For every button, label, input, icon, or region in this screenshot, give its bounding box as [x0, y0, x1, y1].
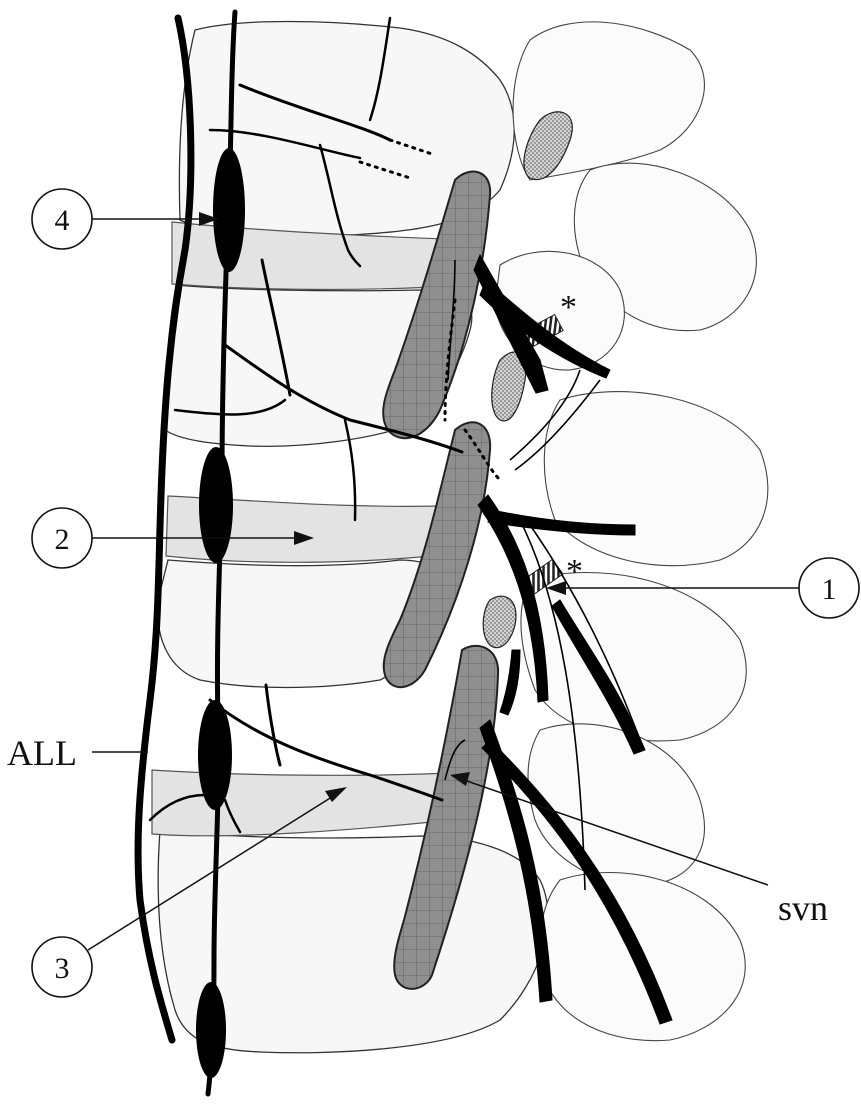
stipple-3	[483, 596, 516, 647]
all-label: ALL	[7, 733, 77, 773]
callout-2-label: 2	[55, 523, 70, 556]
root-8	[500, 650, 520, 715]
callout-3-label: 3	[55, 952, 70, 985]
asterisk-upper: *	[560, 289, 577, 326]
process-5	[521, 573, 746, 741]
ganglion-3	[198, 700, 232, 810]
all-label-group: ALL	[7, 733, 148, 773]
process-4	[544, 392, 768, 566]
callout-4-label: 4	[55, 204, 70, 237]
ganglion-4	[196, 982, 226, 1078]
callout-1-label: 1	[822, 573, 837, 606]
disc-lower	[152, 770, 470, 836]
ganglion-1	[213, 148, 245, 272]
process-6	[528, 724, 704, 885]
asterisk-lower: *	[566, 553, 583, 590]
svn-label: svn	[778, 888, 828, 928]
ganglion-2	[199, 447, 233, 563]
branch-10	[266, 685, 280, 765]
